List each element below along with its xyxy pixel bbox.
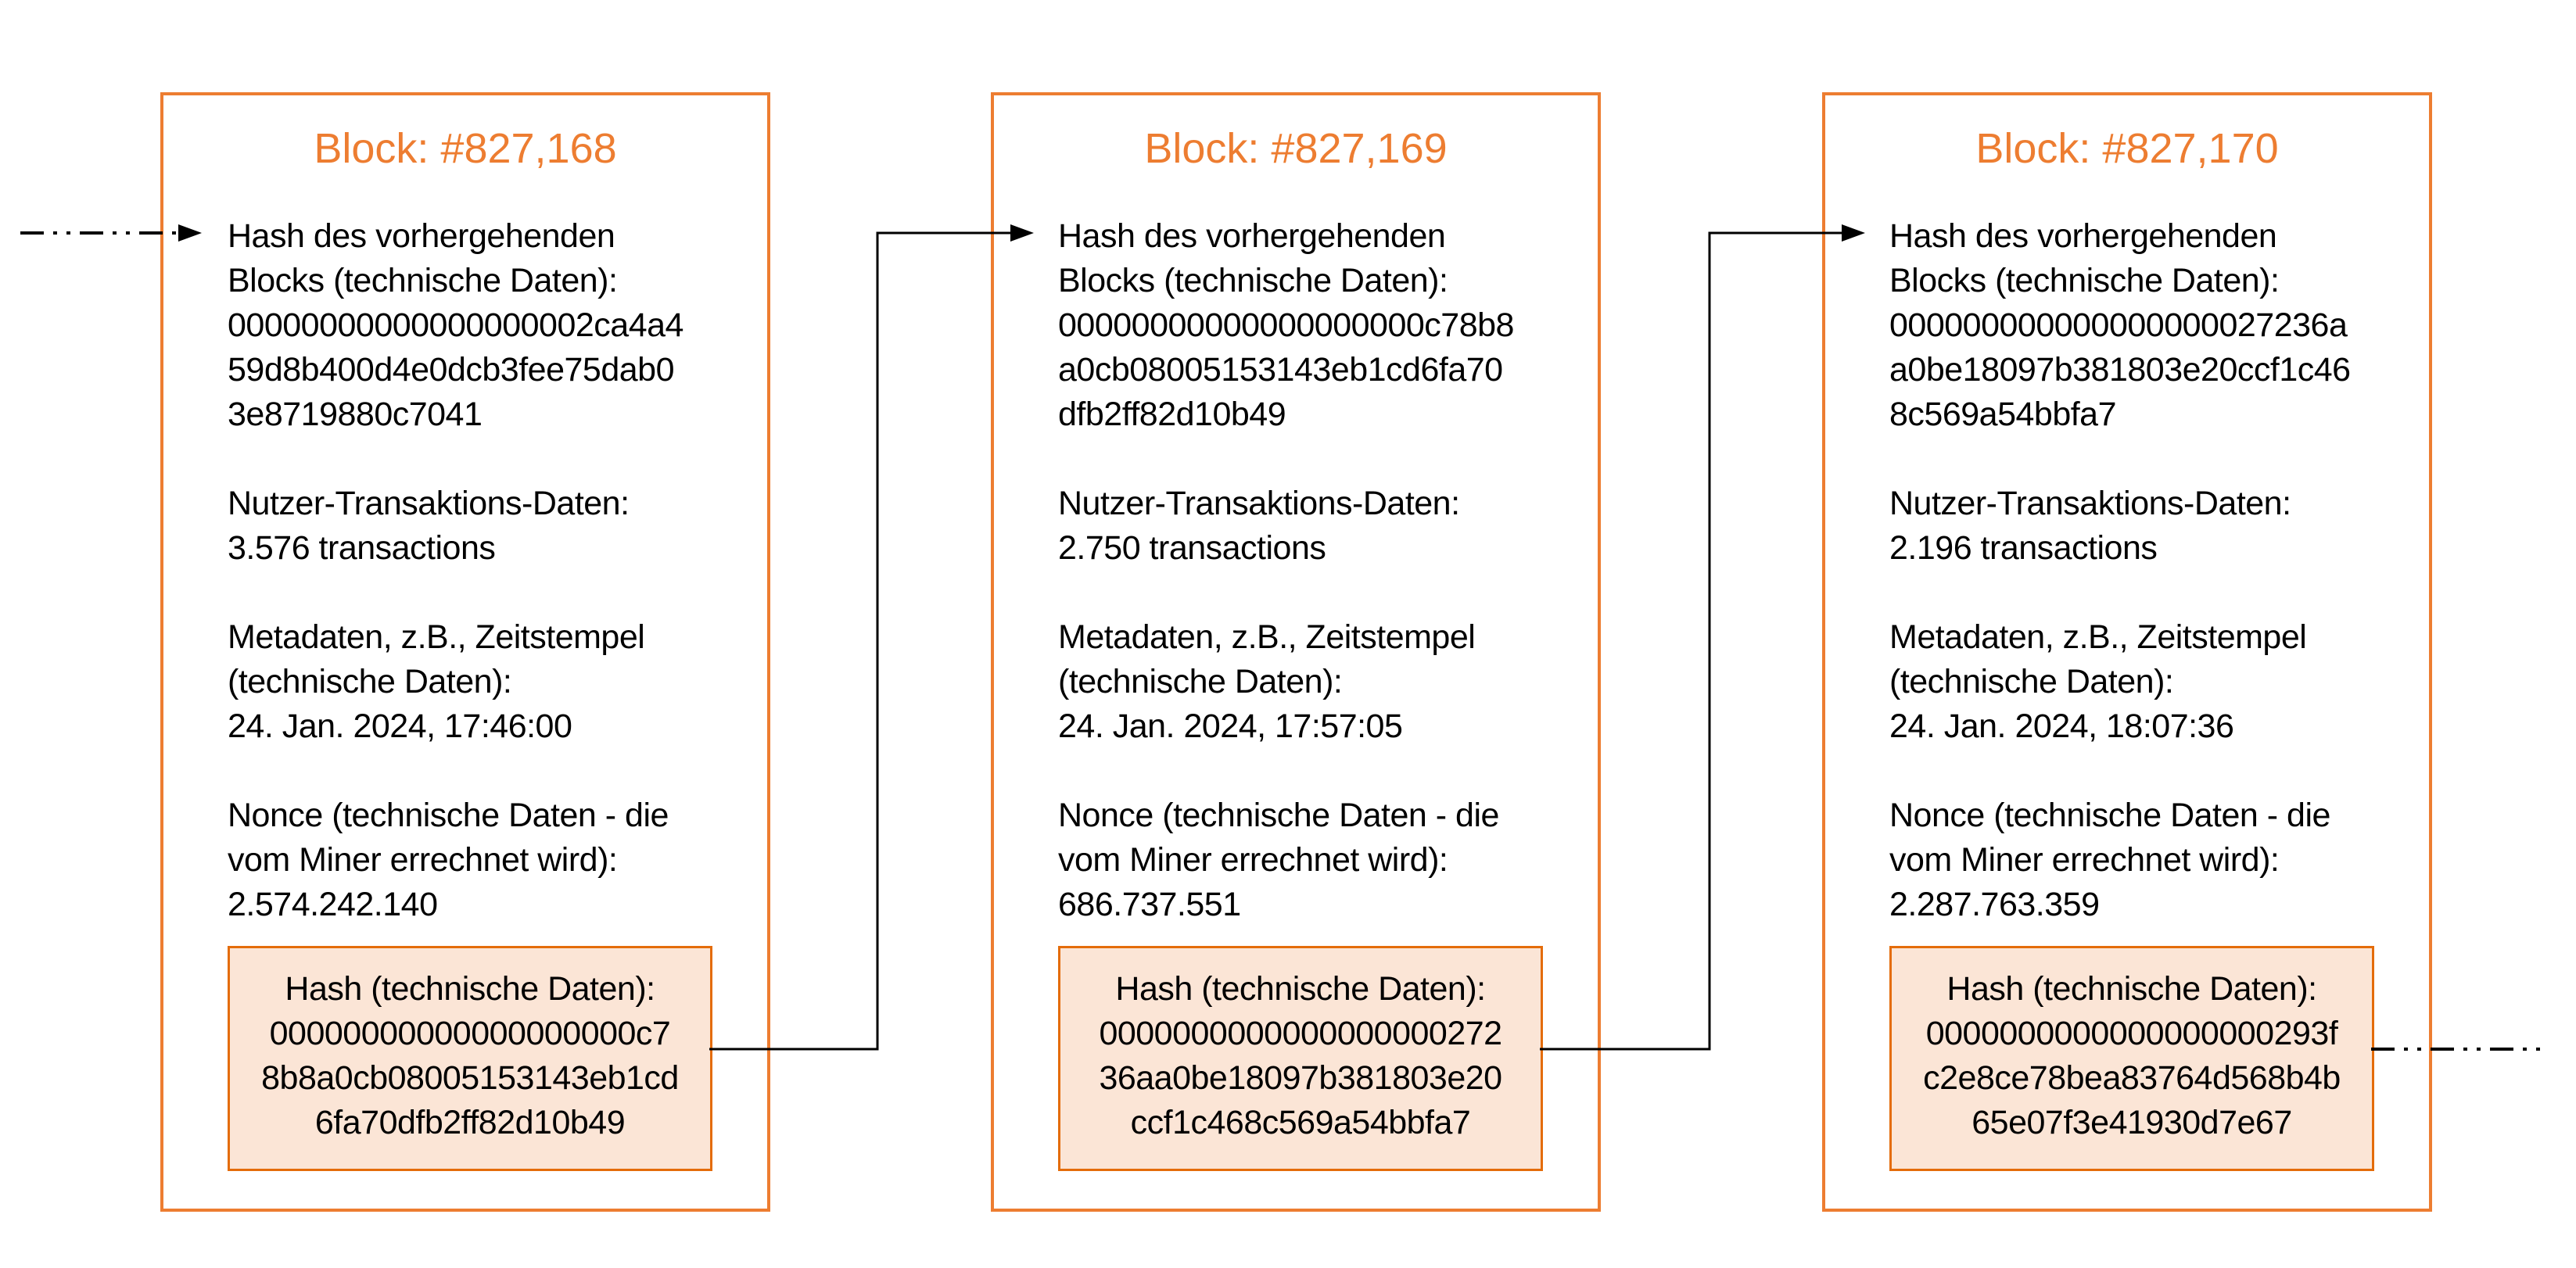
metadata-section: Metadaten, z.B., Zeitstempel (technische… — [228, 615, 689, 749]
metadata-section: Metadaten, z.B., Zeitstempel (technische… — [1889, 615, 2351, 749]
block-title: Block: #827,168 — [314, 125, 617, 172]
hash-box: Hash (technische Daten): 000000000000000… — [228, 946, 712, 1171]
timestamp-value: 24. Jan. 2024, 17:57:05 — [1058, 707, 1403, 745]
hash-box: Hash (technische Daten): 000000000000000… — [1058, 946, 1543, 1171]
timestamp-value: 24. Jan. 2024, 17:46:00 — [228, 707, 572, 745]
transactions-value: 2.196 transactions — [1889, 529, 2158, 567]
block-card-827168: Block: #827,168 Hash des vorhergehenden … — [160, 92, 770, 1212]
nonce-value: 2.574.242.140 — [228, 886, 438, 923]
nonce-section: Nonce (technische Daten - die vom Miner … — [228, 793, 689, 927]
metadata-label: Metadaten, z.B., Zeitstempel (technische… — [1058, 618, 1476, 700]
previous-hash-label: Hash des vorhergehenden Blocks (technisc… — [1889, 217, 2280, 299]
block-card-827170: Block: #827,170 Hash des vorhergehenden … — [1822, 92, 2432, 1212]
nonce-value: 2.287.763.359 — [1889, 886, 2100, 923]
hash-box: Hash (technische Daten): 000000000000000… — [1889, 946, 2374, 1171]
block-body: Hash des vorhergehenden Blocks (technisc… — [163, 214, 767, 927]
previous-hash-value: 00000000000000000000c78b8a0cb08005153143… — [1058, 306, 1514, 433]
transactions-label: Nutzer-Transaktions-Daten: — [1058, 485, 1460, 522]
nonce-label: Nonce (technische Daten - die vom Miner … — [1889, 797, 2330, 879]
block-body: Hash des vorhergehenden Blocks (technisc… — [994, 214, 1598, 927]
block-body: Hash des vorhergehenden Blocks (technisc… — [1825, 214, 2429, 927]
hash-label: Hash (technische Daten): — [285, 970, 655, 1008]
transactions-value: 2.750 transactions — [1058, 529, 1326, 567]
block-title: Block: #827,169 — [1144, 125, 1448, 172]
nonce-label: Nonce (technische Daten - die vom Miner … — [1058, 797, 1499, 879]
hash-value: 0000000000000000000293fc2e8ce78bea83764d… — [1923, 1015, 2341, 1141]
transactions-label: Nutzer-Transaktions-Daten: — [1889, 485, 2291, 522]
previous-hash-section: Hash des vorhergehenden Blocks (technisc… — [228, 214, 689, 437]
transactions-section: Nutzer-Transaktions-Daten: 3.576 transac… — [228, 482, 689, 571]
transactions-value: 3.576 transactions — [228, 529, 496, 567]
block-title: Block: #827,170 — [1975, 125, 2279, 172]
metadata-label: Metadaten, z.B., Zeitstempel (technische… — [228, 618, 645, 700]
nonce-value: 686.737.551 — [1058, 886, 1241, 923]
previous-hash-value: 00000000000000000002ca4a459d8b400d4e0dcb… — [228, 306, 683, 433]
transactions-label: Nutzer-Transaktions-Daten: — [228, 485, 630, 522]
previous-hash-section: Hash des vorhergehenden Blocks (technisc… — [1058, 214, 1519, 437]
previous-hash-section: Hash des vorhergehenden Blocks (technisc… — [1889, 214, 2351, 437]
hash-value: 00000000000000000000c78b8a0cb08005153143… — [261, 1015, 679, 1141]
previous-hash-value: 000000000000000000027236aa0be18097b38180… — [1889, 306, 2351, 433]
nonce-section: Nonce (technische Daten - die vom Miner … — [1889, 793, 2351, 927]
previous-hash-label: Hash des vorhergehenden Blocks (technisc… — [228, 217, 618, 299]
transactions-section: Nutzer-Transaktions-Daten: 2.750 transac… — [1058, 482, 1519, 571]
hash-label: Hash (technische Daten): — [1946, 970, 2317, 1008]
block-card-827169: Block: #827,169 Hash des vorhergehenden … — [991, 92, 1601, 1212]
metadata-section: Metadaten, z.B., Zeitstempel (technische… — [1058, 615, 1519, 749]
nonce-label: Nonce (technische Daten - die vom Miner … — [228, 797, 669, 879]
transactions-section: Nutzer-Transaktions-Daten: 2.196 transac… — [1889, 482, 2351, 571]
hash-value: 000000000000000000027236aa0be18097b38180… — [1099, 1015, 1502, 1141]
nonce-section: Nonce (technische Daten - die vom Miner … — [1058, 793, 1519, 927]
metadata-label: Metadaten, z.B., Zeitstempel (technische… — [1889, 618, 2307, 700]
previous-hash-label: Hash des vorhergehenden Blocks (technisc… — [1058, 217, 1448, 299]
timestamp-value: 24. Jan. 2024, 18:07:36 — [1889, 707, 2234, 745]
hash-label: Hash (technische Daten): — [1115, 970, 1486, 1008]
